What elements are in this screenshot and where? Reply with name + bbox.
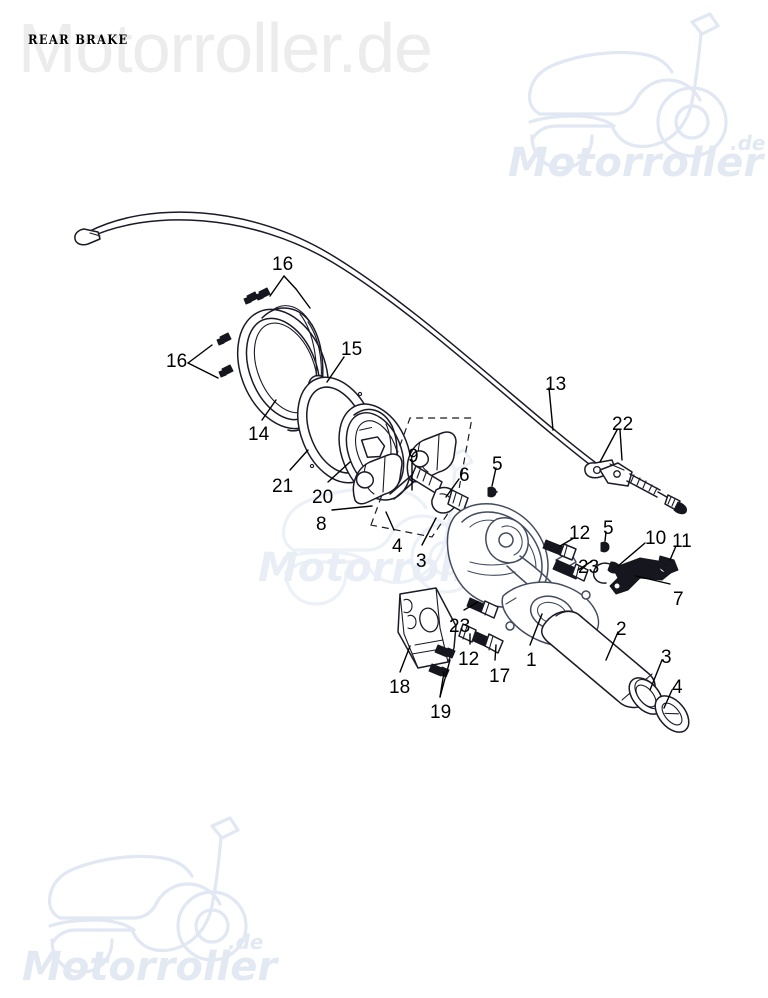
- leader-lines: [187, 275, 677, 709]
- part-19-bolts: [428, 644, 456, 678]
- part-4-brake-shoe-left: [352, 453, 403, 505]
- part-13-brake-cable: [74, 211, 603, 475]
- callout-12-left: 12: [458, 649, 480, 670]
- scooter-icon: [496, 4, 768, 194]
- part-3-bearing-ring: [628, 677, 664, 715]
- callout-5-right: 5: [603, 518, 614, 539]
- callout-9: 9: [408, 446, 419, 467]
- watermark-brand-top-right: Motorroller: [508, 140, 764, 186]
- part-16-screws-left: [216, 332, 234, 378]
- callout-19: 19: [430, 702, 452, 723]
- callout-16-left: 16: [166, 351, 188, 372]
- callout-10: 10: [645, 528, 667, 549]
- callout-14: 14: [248, 424, 270, 445]
- callout-1: 1: [526, 650, 537, 671]
- part-23-bolt-left: [466, 597, 499, 619]
- part-3-shoe-pin: [431, 486, 469, 514]
- part-11-arm-tip: [657, 555, 679, 575]
- scooter-icon-bottom: [16, 808, 288, 998]
- part-12-bolt-right: [542, 539, 577, 561]
- callout-8: 8: [316, 514, 327, 535]
- part-5-pin-right: [600, 541, 610, 553]
- watermark-brand-bottom: Motorroller: [22, 944, 278, 990]
- watermark-tld-bottom: .de: [228, 930, 264, 954]
- callout-7: 7: [673, 589, 684, 610]
- part-22-cable-adjuster: [584, 459, 687, 515]
- part-5-pin-left: [487, 486, 498, 498]
- callout-12-right: 12: [569, 523, 591, 544]
- callout-21: 21: [272, 476, 294, 497]
- callout-4: 4: [392, 536, 403, 557]
- callout-2: 2: [616, 619, 627, 640]
- part-8-brake-shoe-assembly: [370, 417, 473, 538]
- callout-18: 18: [389, 677, 411, 698]
- callout-17: 17: [489, 666, 511, 687]
- part-4-bearing-cap: [654, 695, 690, 733]
- callout-15: 15: [341, 339, 363, 360]
- callout-16-top: 16: [272, 254, 294, 275]
- callout-4-bearing: 4: [672, 677, 683, 698]
- callout-5-left: 5: [492, 454, 503, 475]
- part-16-screws-top: [243, 287, 271, 305]
- part-17-bolt: [484, 633, 504, 654]
- callout-3-bearing: 3: [661, 647, 672, 668]
- watermark-top-text: Motorroller.de: [18, 9, 433, 87]
- page-title: REAR BRAKE: [28, 33, 129, 48]
- watermark-tld-top-right: .de: [730, 131, 766, 155]
- callout-22: 22: [612, 414, 634, 435]
- callout-20: 20: [312, 487, 334, 508]
- callout-13: 13: [545, 374, 567, 395]
- callout-6: 6: [459, 465, 470, 486]
- callout-23-right: 23: [578, 557, 600, 578]
- callout-3-shoe: 3: [416, 551, 427, 572]
- callout-11: 11: [672, 531, 692, 552]
- callout-23-left: 23: [449, 616, 471, 637]
- part-6-shoe-spring: [389, 465, 443, 500]
- part-23-washer-right: [552, 559, 589, 582]
